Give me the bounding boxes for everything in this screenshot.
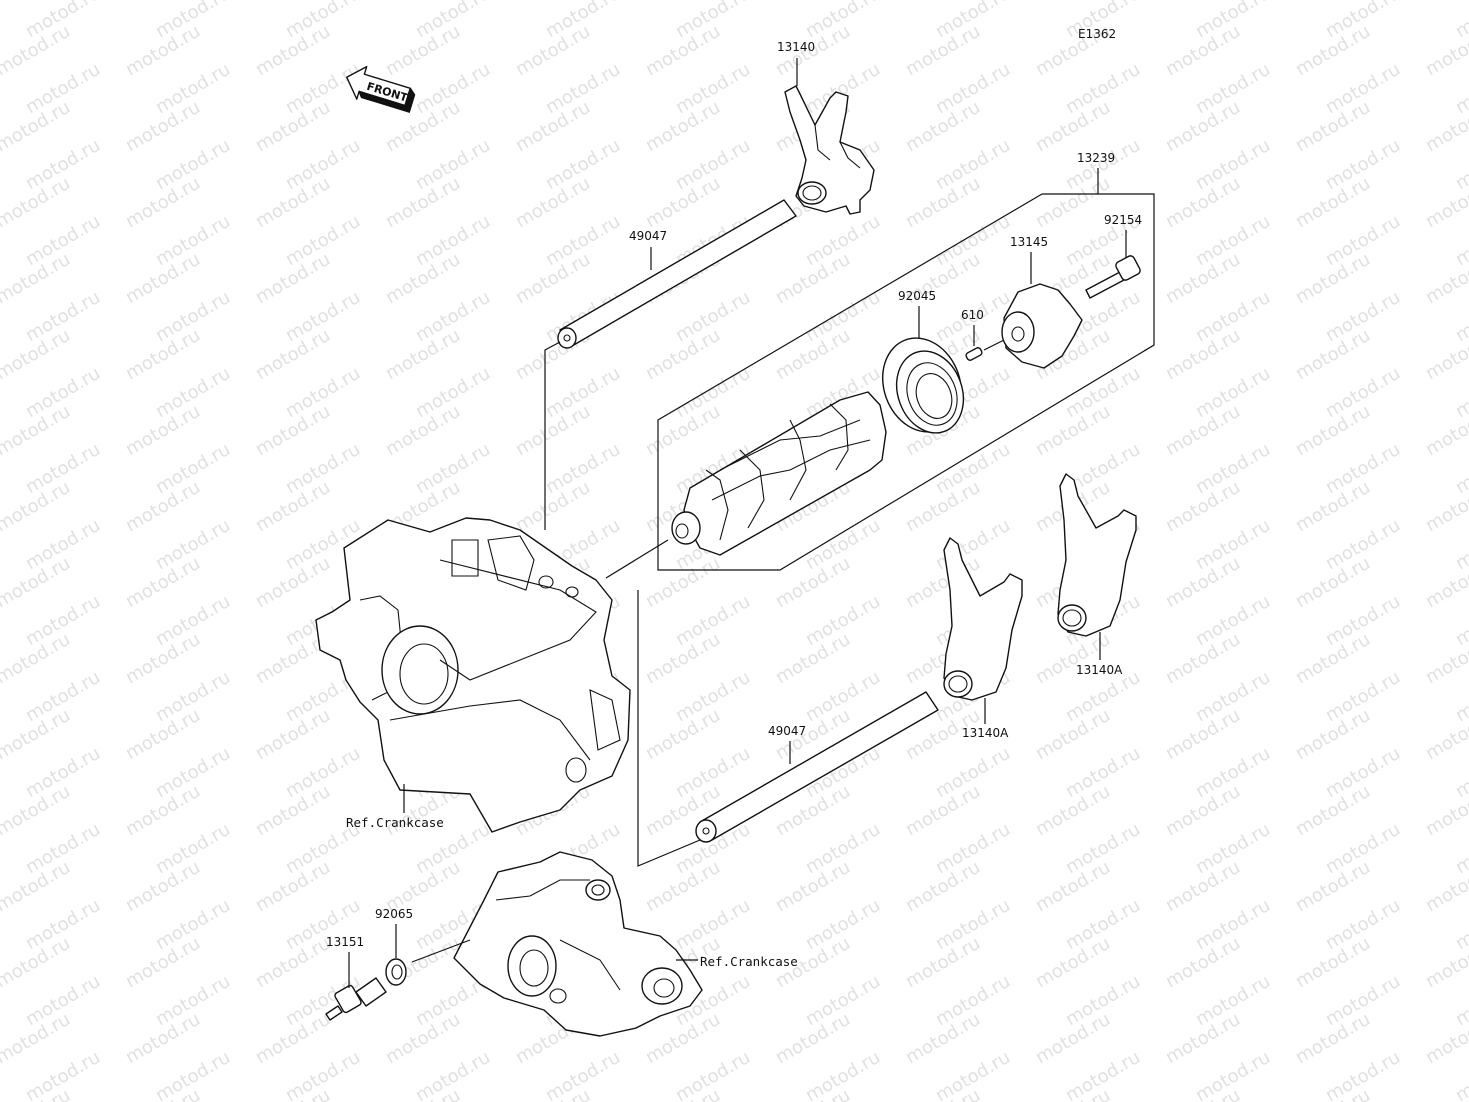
shift-drum (671, 391, 887, 556)
watermark-text: motod.ru (1422, 0, 1469, 4)
watermark-text: motod.ru (1452, 135, 1469, 194)
label-13239: 13239 (1077, 151, 1115, 165)
crankcase-upper (315, 517, 631, 833)
label-13140: 13140 (777, 40, 815, 54)
label-13151: 13151 (326, 935, 364, 949)
ref-crankcase-upper-label: Ref.Crankcase (346, 815, 444, 830)
watermark-text: motod.ru (1452, 439, 1469, 498)
shift-fork-13140-top (784, 85, 875, 215)
watermark-text: motod.ru (1452, 895, 1469, 954)
watermark-text: motod.ru (1452, 211, 1469, 270)
ref-crankcase-lower-label: Ref.Crankcase (700, 954, 798, 969)
shift-rod-49047-bottom (695, 691, 939, 843)
shift-rod-49047-top (557, 199, 797, 349)
label-13145: 13145 (1010, 235, 1048, 249)
label-92065: 92065 (375, 907, 413, 921)
pin-610 (965, 347, 983, 361)
watermark-text: motod.ru (1452, 591, 1469, 650)
watermark-text: motod.ru (1452, 819, 1469, 878)
label-13140A-right: 13140A (1076, 663, 1123, 677)
label-610: 610 (961, 308, 984, 322)
diagram-code: E1362 (1078, 27, 1116, 41)
watermark-text: motod.ru (1452, 287, 1469, 346)
label-49047-top: 49047 (629, 229, 667, 243)
label-92154: 92154 (1104, 213, 1142, 227)
switch-13151 (325, 977, 387, 1021)
label-13140A-left: 13140A (962, 726, 1009, 740)
bearing-92045 (881, 337, 965, 434)
washer-92065 (385, 958, 407, 986)
front-arrow-icon: FRONT (346, 65, 416, 113)
watermark-text: motod.ru (1452, 743, 1469, 802)
bolt-92154 (1085, 255, 1141, 299)
label-92045: 92045 (898, 289, 936, 303)
crankcase-lower (453, 851, 703, 1037)
watermark-text: motod.ru (1452, 363, 1469, 422)
watermark-text: motod.ru (1452, 971, 1469, 1030)
shift-fork-13140A-left (943, 537, 1023, 701)
watermark-text: motod.ru (1452, 667, 1469, 726)
shift-fork-13140A-right (1057, 473, 1137, 637)
watermark-text: motod.ru (1452, 515, 1469, 574)
shift-drum-segment-13145 (1001, 283, 1083, 369)
label-49047-bottom: 49047 (768, 724, 806, 738)
watermark-text: motod.ru (1452, 59, 1469, 118)
